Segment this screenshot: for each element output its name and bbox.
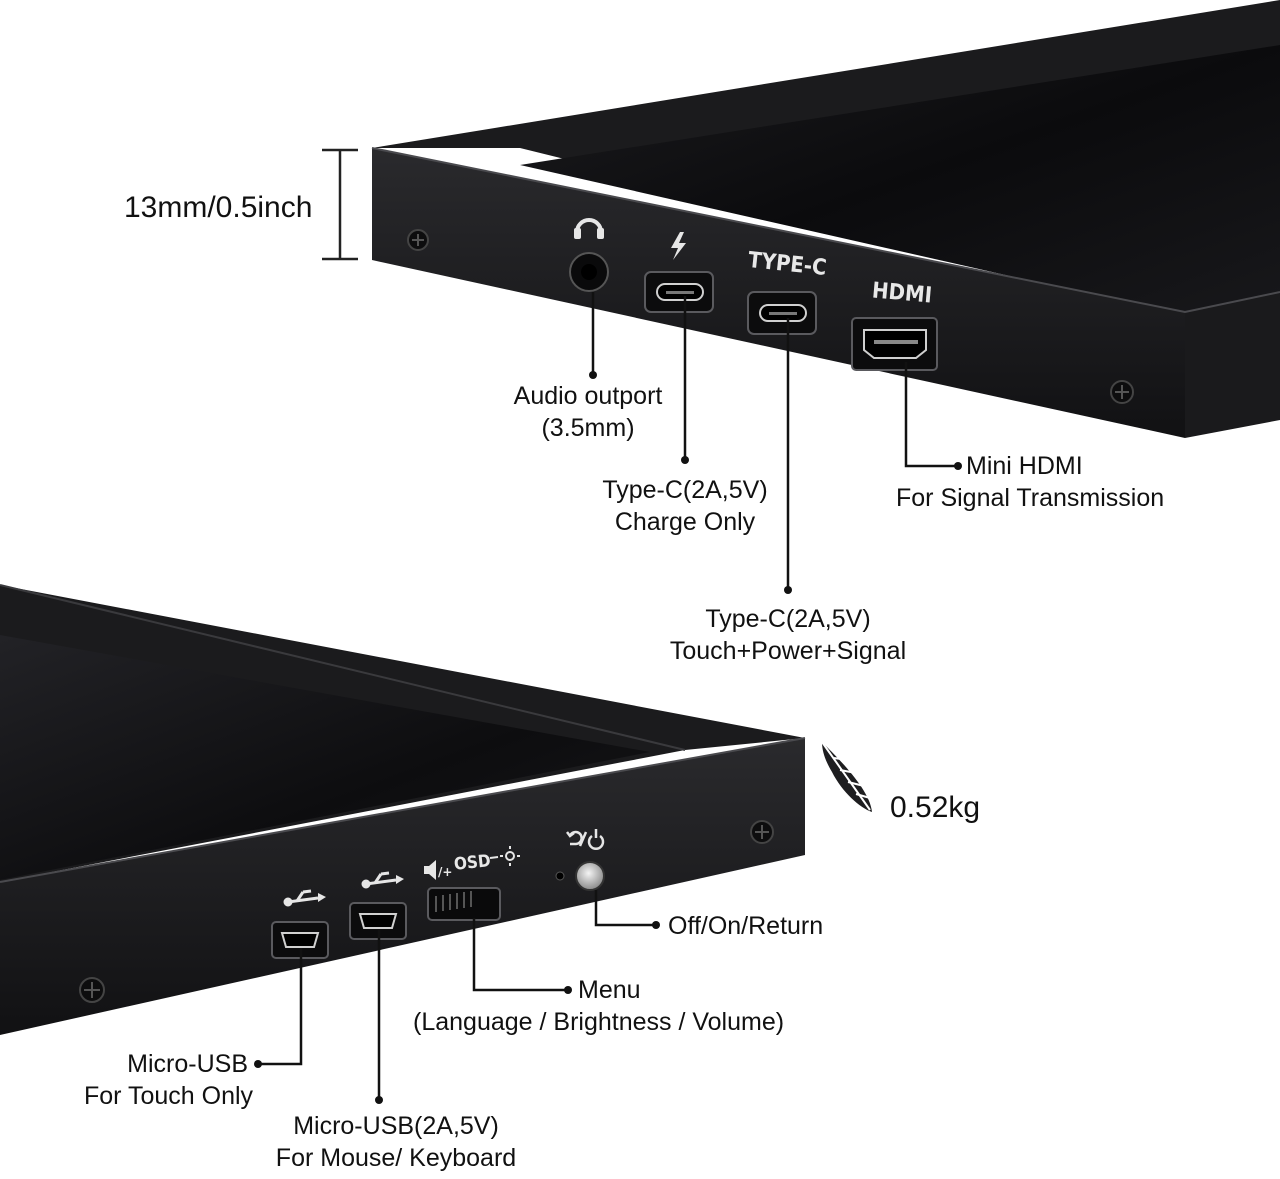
thickness-label: 13mm/0.5inch (124, 191, 313, 224)
leader-lines (258, 292, 958, 1100)
audio-callout: Audio outport (3.5mm) (514, 380, 663, 444)
usb-icon (361, 871, 404, 889)
mini-hdmi-port (851, 317, 938, 371)
brightness-icon (489, 846, 520, 866)
signal-callout: Type-C(2A,5V) Touch+Power+Signal (670, 603, 906, 667)
typec-charge-port (644, 271, 714, 313)
top-monitor-side-right (1185, 292, 1280, 438)
screw-icon (407, 229, 429, 251)
bottom-monitor (0, 584, 806, 1035)
headphone-icon (574, 218, 604, 239)
osd-port-label: OSD (453, 851, 492, 875)
menu-callout-line1: Menu (578, 976, 641, 1004)
thickness-bracket (322, 148, 358, 261)
usb-power-callout: Micro-USB(2A,5V) For Mouse/ Keyboard (276, 1110, 516, 1174)
feather-icon (821, 741, 872, 812)
osd-rocker-switch (427, 887, 501, 921)
screw-icon (79, 977, 105, 1003)
audio-jack (569, 252, 609, 292)
lightning-icon (671, 232, 686, 260)
micro-usb-touch-port (271, 921, 329, 959)
top-monitor-screen (520, 45, 1280, 318)
bottom-monitor-screen (0, 635, 650, 880)
charge-callout: Type-C(2A,5V) Charge Only (602, 474, 767, 538)
screw-icon (1110, 380, 1134, 404)
audio-callout-line1: Audio outport (513, 382, 663, 410)
charge-callout-line1: Type-C(2A,5V) (602, 476, 768, 504)
charge-callout-line2: Charge Only (614, 508, 756, 536)
typec-signal-port (747, 291, 817, 335)
usb-power-callout-line1: Micro-USB(2A,5V) (293, 1112, 499, 1140)
audio-callout-line2: (3.5mm) (541, 414, 635, 442)
menu-callout-line2: (Language / Brightness / Volume) (413, 1008, 785, 1036)
usb-power-callout-line2: For Mouse/ Keyboard (275, 1144, 517, 1172)
usb-touch-callout-line2: For Touch Only (84, 1082, 254, 1110)
usb-touch-callout-line1: Micro-USB (127, 1050, 248, 1078)
hdmi-callout-line2: For Signal Transmission (896, 484, 1165, 512)
power-return-icon (566, 829, 605, 850)
top-monitor (371, 0, 1280, 438)
leader-dots (254, 371, 962, 1104)
screw-icon (750, 820, 774, 844)
bottom-monitor-side (0, 738, 805, 1035)
hdmi-callout-line1: Mini HDMI (966, 452, 1083, 480)
power-callout: Off/On/Return (668, 912, 824, 940)
micro-usb-power-port (349, 902, 407, 940)
hdmi-port-label: HDMI (871, 278, 934, 309)
weight-label: 0.52kg (890, 791, 981, 824)
speaker-icon: /+ (424, 860, 452, 880)
svg-text:/+: /+ (438, 865, 452, 879)
usb-icon (283, 889, 326, 907)
power-button (555, 861, 605, 891)
signal-callout-line1: Type-C(2A,5V) (705, 605, 871, 633)
signal-callout-line2: Touch+Power+Signal (669, 637, 907, 665)
